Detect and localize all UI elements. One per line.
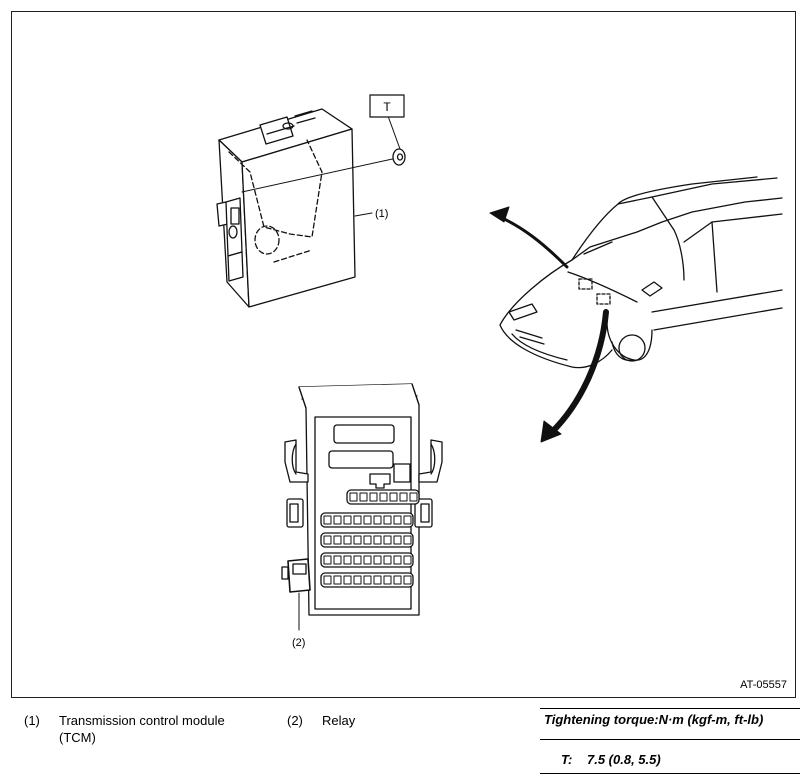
- legend-item-2-num: (2): [287, 713, 303, 728]
- fuse-slot: [343, 555, 352, 565]
- relay: [281, 558, 311, 631]
- fuse-slot: [333, 535, 342, 545]
- callout-2: (2): [292, 637, 305, 649]
- torque-bottom-rule: [540, 773, 800, 774]
- fuse-slot: [323, 575, 332, 585]
- figure-id: AT-05557: [740, 679, 787, 691]
- torque-label: T:: [561, 752, 573, 767]
- fuse-slot: [333, 515, 342, 525]
- torque-top-rule: [540, 708, 800, 709]
- fuse-slot: [323, 535, 332, 545]
- fuse-slot: [353, 535, 362, 545]
- fuse-slot: [363, 515, 372, 525]
- legend-item-2-text: Relay: [322, 713, 356, 728]
- vehicle-illustration: [499, 176, 783, 369]
- legend-item-1-num: (1): [24, 713, 40, 728]
- fuse-slot: [369, 492, 378, 502]
- fuse-slot: [373, 575, 382, 585]
- fuse-slot: [353, 575, 362, 585]
- fuse-slot: [343, 515, 352, 525]
- fuse-slot: [373, 515, 382, 525]
- fuse-slot: [403, 515, 412, 525]
- arrow-to-tcm: [489, 206, 569, 269]
- torque-box-label: T: [383, 100, 391, 114]
- torque-value: 7.5 (0.8, 5.5): [587, 752, 661, 767]
- legend-item-1-text: Transmission control module: [59, 713, 225, 728]
- fuse-slot: [353, 555, 362, 565]
- legend-item-1-text2: (TCM): [59, 730, 96, 745]
- fuse-slot: [383, 575, 392, 585]
- torque-box: [369, 94, 405, 118]
- fuse-slot: [359, 492, 368, 502]
- fuse-rows: [320, 489, 420, 588]
- fuse-slot: [363, 535, 372, 545]
- diagram-frame: T (1): [11, 11, 796, 698]
- fuse-slot: [343, 575, 352, 585]
- fuse-slot: [393, 575, 402, 585]
- fuse-slot: [383, 555, 392, 565]
- fuse-slot: [349, 492, 358, 502]
- callout-1: (1): [375, 208, 388, 220]
- fuse-slot: [399, 492, 408, 502]
- fuse-slot: [383, 515, 392, 525]
- fuse-slot: [323, 555, 332, 565]
- fuse-slot: [333, 575, 342, 585]
- fuse-slot: [363, 575, 372, 585]
- fuse-slot: [379, 492, 388, 502]
- fuse-box: [284, 383, 443, 616]
- diagram-art: T (1): [216, 94, 783, 649]
- fuse-slot: [373, 555, 382, 565]
- fuse-slot: [403, 535, 412, 545]
- fuse-slot: [343, 535, 352, 545]
- fuse-slot: [393, 555, 402, 565]
- fuse-slot: [389, 492, 398, 502]
- fuse-slot: [383, 535, 392, 545]
- fuse-slot: [403, 555, 412, 565]
- torque-heading: Tightening torque:N·m (kgf-m, ft-lb): [544, 712, 764, 727]
- fuse-slot: [409, 492, 418, 502]
- fuse-slot: [393, 535, 402, 545]
- fuse-slot: [363, 555, 372, 565]
- fuse-slot: [353, 515, 362, 525]
- fuse-slot: [373, 535, 382, 545]
- arrow-to-relay: [540, 309, 609, 443]
- fuse-slot: [333, 555, 342, 565]
- fuse-slot: [323, 515, 332, 525]
- fuse-slot: [393, 515, 402, 525]
- fuse-slot: [403, 575, 412, 585]
- torque-mid-rule: [540, 739, 800, 740]
- tcm-module: [216, 108, 398, 308]
- tcm-nut: [387, 115, 406, 166]
- callout-1-leader: [354, 212, 373, 217]
